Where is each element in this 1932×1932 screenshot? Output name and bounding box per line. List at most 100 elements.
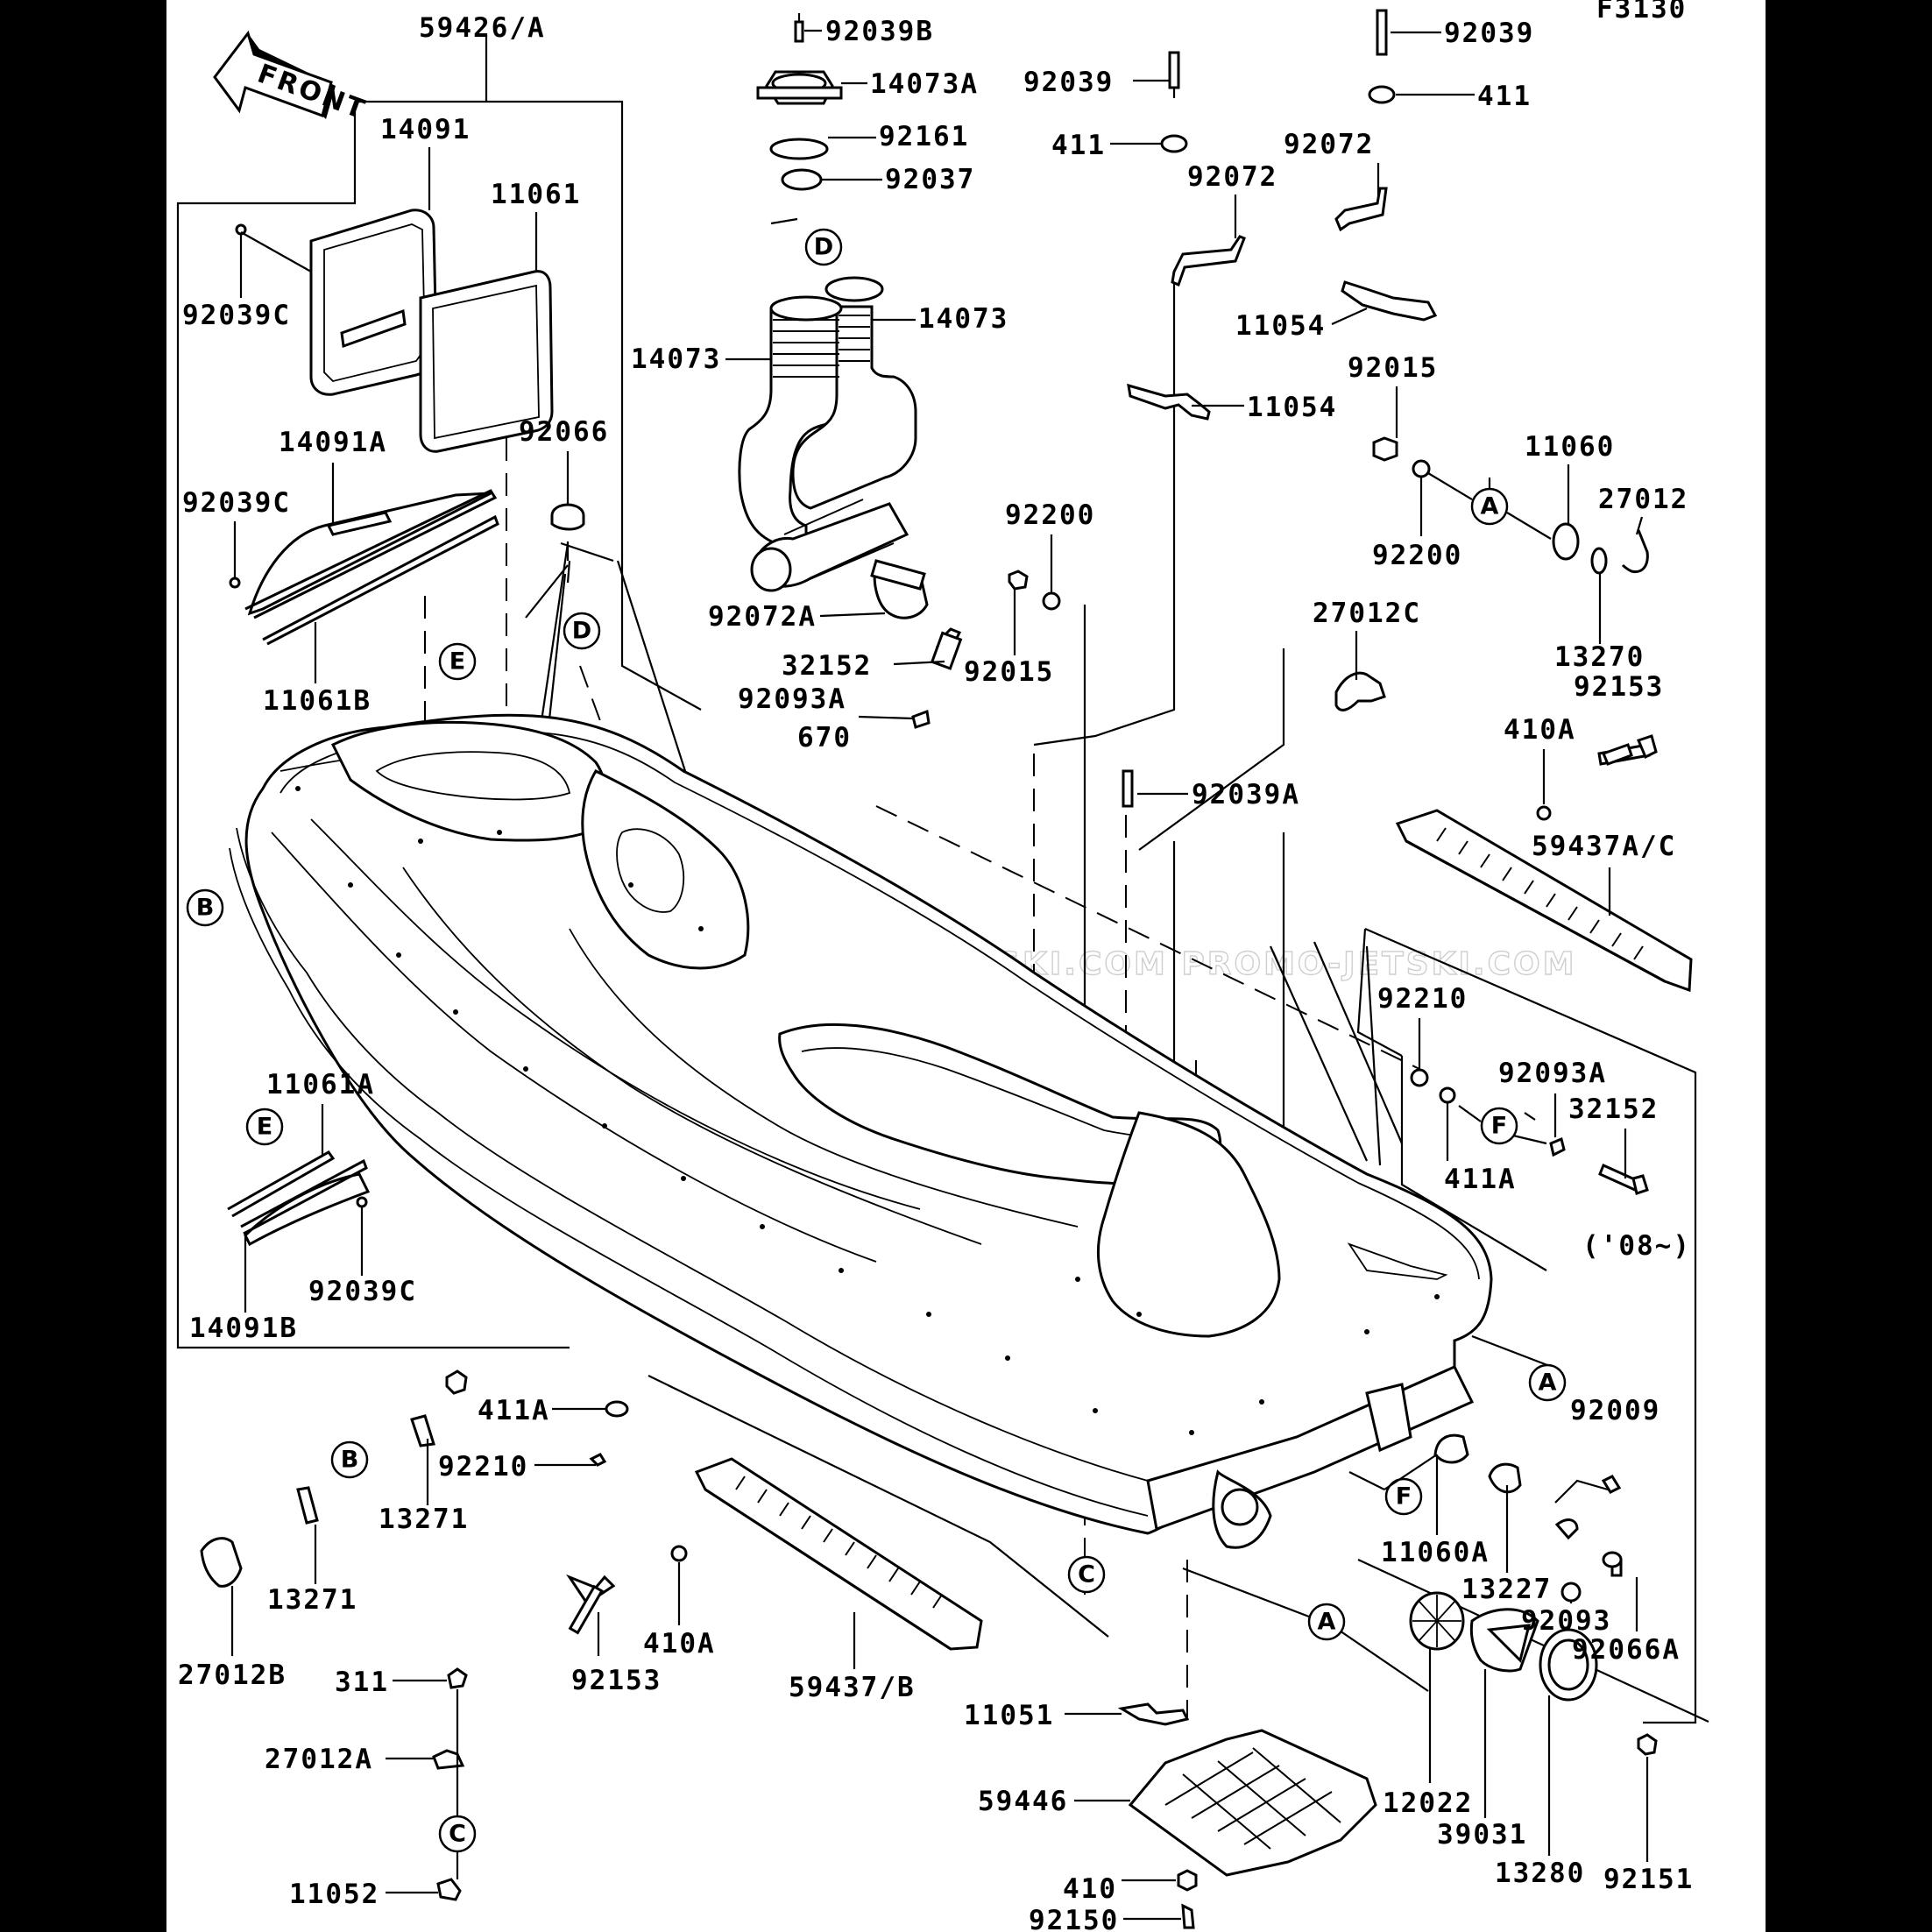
- part-label: 14091B: [189, 1313, 298, 1344]
- part-label: 92210: [438, 1451, 528, 1483]
- part-label: 11060A: [1381, 1537, 1490, 1568]
- part-label: 92039B: [825, 16, 934, 47]
- part-label: 12022: [1383, 1787, 1473, 1819]
- part-label: 92153: [571, 1665, 662, 1696]
- part-label: 11061: [491, 179, 581, 210]
- part-label: 411: [1477, 81, 1532, 112]
- grate-59437-B: [694, 1457, 983, 1651]
- part-label: 13280: [1495, 1858, 1585, 1889]
- front-arrow-icon: FRONT: [213, 30, 371, 126]
- part-label: 11054: [1247, 392, 1337, 423]
- part-label: 59437/B: [789, 1672, 916, 1703]
- part-label: 92161: [879, 121, 969, 152]
- part-label: 92039: [1444, 18, 1534, 49]
- part-label: 13270: [1554, 641, 1645, 673]
- part-label: 14073: [631, 343, 721, 375]
- part-label: 410: [1063, 1873, 1117, 1905]
- cover-14091A: [244, 489, 499, 646]
- part-label: 59437A/C: [1532, 831, 1676, 862]
- part-label: 92093A: [738, 683, 846, 715]
- reference-tags: D D E E B B A A A F F C C: [186, 228, 1567, 1853]
- svg-text:C: C: [1078, 1561, 1095, 1589]
- part-label: 27012C: [1313, 598, 1421, 629]
- grate-59437A-C: [1395, 743, 1693, 993]
- part-label: 92093: [1521, 1605, 1611, 1637]
- part-label: 92150: [1029, 1905, 1119, 1932]
- hull-body: [229, 713, 1493, 1549]
- part-label: 92072: [1187, 161, 1277, 193]
- part-label: 92039: [1023, 67, 1114, 98]
- part-label: 92039A: [1192, 779, 1300, 810]
- part-label: 14091A: [279, 427, 387, 458]
- vent-tube-assembly: [738, 13, 929, 619]
- part-label: 92037: [885, 164, 975, 195]
- part-label: 14073A: [870, 68, 979, 100]
- part-label: 27012: [1598, 484, 1688, 515]
- part-label: 92210: [1377, 983, 1468, 1015]
- part-label: 27012B: [178, 1660, 287, 1691]
- lower-right-parts: [1117, 1433, 1658, 1929]
- part-label: 32152: [782, 650, 872, 682]
- upper-right-fasteners: [911, 9, 1658, 1195]
- plug-92066: [550, 503, 585, 531]
- part-label: 92066: [519, 416, 609, 448]
- part-label: 11060: [1525, 431, 1615, 463]
- svg-text:A: A: [1318, 1609, 1336, 1636]
- part-label: 11052: [289, 1879, 379, 1910]
- svg-text:F: F: [1396, 1483, 1412, 1511]
- part-label: 92066A: [1572, 1634, 1681, 1666]
- part-label: 410A: [643, 1628, 716, 1660]
- part-label: 13227: [1461, 1574, 1552, 1605]
- front-label: FRONT: [253, 59, 371, 126]
- part-label: 92151: [1603, 1864, 1694, 1895]
- svg-text:B: B: [341, 1447, 359, 1474]
- part-label: 59426/A: [419, 12, 546, 44]
- part-label: 92039C: [182, 300, 291, 331]
- part-label: 13271: [267, 1584, 357, 1616]
- part-label: 410A: [1504, 714, 1576, 746]
- figure-code: F3130: [1596, 0, 1687, 25]
- lower-left-fasteners: [200, 1369, 688, 1901]
- part-label: 13271: [379, 1504, 469, 1535]
- cover-14091B: [227, 1150, 371, 1247]
- part-label: 11061B: [263, 685, 372, 717]
- svg-text:E: E: [449, 648, 465, 676]
- ride-plate-59446: [1128, 1729, 1377, 1877]
- part-label: 411A: [1444, 1164, 1517, 1195]
- hatch-cover-14091: [309, 209, 438, 396]
- part-label: 59446: [978, 1786, 1068, 1817]
- svg-text:E: E: [257, 1114, 272, 1141]
- part-label: 92015: [964, 656, 1054, 688]
- part-label: 92015: [1348, 352, 1438, 384]
- part-label: 92072: [1284, 129, 1374, 160]
- part-label: 670: [797, 722, 852, 754]
- svg-text:B: B: [196, 895, 215, 922]
- part-labels: 59426/A 92039B 14073A 92161 92037 14073 …: [178, 12, 1694, 1932]
- part-label: 14091: [380, 114, 471, 145]
- part-label: 411: [1051, 130, 1106, 161]
- part-label: 92153: [1574, 671, 1664, 703]
- svg-text:A: A: [1539, 1369, 1557, 1397]
- part-label: 27012A: [265, 1744, 373, 1775]
- svg-text:D: D: [572, 618, 591, 645]
- svg-text:F: F: [1491, 1113, 1507, 1140]
- variant-note: ('08~): [1582, 1230, 1691, 1262]
- svg-text:A: A: [1481, 493, 1499, 520]
- part-label: 92072A: [708, 601, 817, 633]
- gasket-11061: [419, 270, 554, 453]
- part-label: 92009: [1570, 1395, 1660, 1426]
- part-label: 32152: [1568, 1093, 1659, 1125]
- part-label: 11054: [1235, 310, 1326, 342]
- part-label: 92093A: [1498, 1058, 1607, 1089]
- part-label: 11061A: [266, 1069, 375, 1100]
- part-label: 92039C: [182, 487, 291, 519]
- part-label: 92200: [1005, 499, 1095, 531]
- part-label: 411A: [478, 1395, 550, 1426]
- screw-92039C-icon: [229, 223, 368, 1208]
- part-label: 11051: [964, 1700, 1054, 1731]
- part-label: 14073: [918, 303, 1008, 335]
- part-label: 39031: [1437, 1819, 1527, 1851]
- part-label: 311: [335, 1667, 389, 1698]
- svg-text:C: C: [449, 1821, 466, 1848]
